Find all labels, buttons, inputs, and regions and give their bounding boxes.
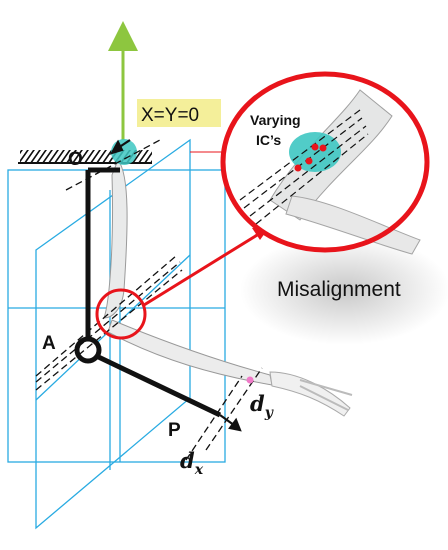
inset-label-line1: Varying [250, 112, 301, 128]
equation-highlight [137, 99, 221, 127]
inset-frame [220, 71, 430, 253]
hand-bones [269, 371, 351, 417]
ic-point-1 [311, 143, 319, 151]
point-p-label: P [168, 420, 181, 441]
dx-label-base: d [180, 448, 195, 473]
dy-label: dy [250, 391, 274, 421]
arm-skeleton [103, 139, 353, 417]
elbow-highlight-circle [95, 288, 147, 340]
dx-dash [185, 375, 243, 461]
ic-point-2 [319, 144, 327, 152]
label-shadow [240, 235, 448, 345]
ic-point-3 [305, 157, 313, 165]
ic-point-4 [294, 164, 302, 172]
origin-arrowhead [109, 139, 124, 155]
misalignment-label: Misalignment [277, 278, 401, 301]
inset-joint [289, 132, 341, 172]
link-lower [86, 349, 222, 418]
inset-ic-lines [239, 109, 369, 225]
humerus-bone [103, 159, 128, 319]
dx-label: dx [180, 448, 204, 478]
ic-line-1 [35, 261, 181, 383]
zoom-arrow-shaft [143, 230, 263, 307]
joint-a [74, 336, 102, 364]
inset-label-line2: IC’s [256, 132, 281, 148]
end-effector-marker [246, 376, 254, 384]
ic-dashed-lines [35, 139, 263, 461]
dy-label-sub: y [264, 405, 274, 421]
ic-line-2 [35, 269, 183, 391]
linkage [74, 167, 222, 418]
displacement-arrows [109, 139, 242, 432]
inset-forearm [285, 195, 421, 255]
origin-equation-label: X=Y=0 [141, 105, 199, 126]
inset-ic-line-1 [239, 109, 361, 201]
ic-line-3 [35, 255, 177, 377]
point-o-label: O [68, 149, 83, 170]
finger-2 [299, 385, 349, 411]
point-a-label: A [42, 333, 56, 354]
inset-ic-line-4 [255, 133, 369, 225]
ic-line-top [65, 139, 161, 191]
inset-ic-line-2 [243, 117, 363, 209]
dx-label-sub: x [194, 462, 204, 478]
dx-arrowhead [228, 417, 242, 432]
dy-label-base: d [250, 391, 265, 416]
inset-view [220, 71, 430, 255]
inset-ic-line-3 [249, 125, 367, 217]
finger-1 [299, 379, 353, 396]
